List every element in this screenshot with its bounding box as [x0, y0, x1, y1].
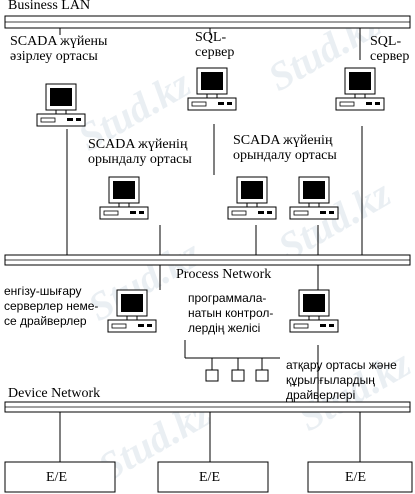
pc-scada-runtime-b1	[227, 176, 277, 220]
device-box-label: Е/Е	[345, 470, 366, 485]
pc-io-server	[107, 289, 157, 333]
sql-server-2-label: SQL- сервер	[370, 34, 410, 64]
connection-lines	[59, 28, 363, 462]
pc-scada-runtime-a	[99, 176, 149, 220]
pc-sql-server-1	[187, 67, 237, 111]
device-network-bus	[4, 401, 411, 413]
scada-runtime-b-label: SCADA жүйенің орындалу ортасы	[233, 133, 337, 163]
pc-sql-server-2	[335, 67, 385, 111]
controller-network-label: программала- натын контрол- лердің желіс…	[188, 291, 274, 335]
device-boxes	[4, 461, 413, 493]
device-network-title: Device Network	[8, 386, 101, 401]
sql-server-1-label: SQL- сервер	[195, 30, 235, 60]
device-box-label: Е/Е	[46, 470, 67, 485]
io-servers-label: енгізу-шығару серверлер неме- се драйвер…	[4, 284, 99, 328]
process-network-title: Process Network	[176, 267, 272, 282]
device-box-label: Е/Е	[199, 470, 220, 485]
scada-runtime-a-label: SCADA жүйенің орындалу ортасы	[88, 137, 192, 167]
business-lan-bus	[4, 15, 411, 29]
controller-boxes	[205, 369, 269, 382]
pc-scada-dev	[36, 83, 86, 127]
business-lan-title: Business LAN	[8, 0, 91, 13]
process-network-bus	[4, 254, 411, 266]
scada-dev-label: SCADA жүйены әзірлеу ортасы	[10, 34, 108, 64]
pc-scada-runtime-b2	[289, 176, 339, 220]
exec-environment-label: атқару ортасы және құрылғылардың драйвер…	[286, 358, 397, 402]
pc-exec-environment	[289, 289, 339, 333]
